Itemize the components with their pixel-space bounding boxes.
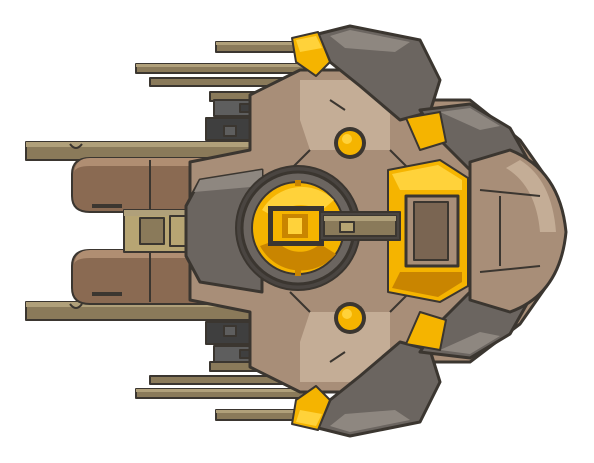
upper-yellow-fins [291, 31, 447, 151]
sprite-part-yel-hi [342, 309, 352, 319]
central-turret [235, 165, 401, 291]
sprite-part-yel-hi [288, 218, 302, 234]
sprite-part-barrel-hi [136, 64, 306, 67]
sprite-part-line [329, 351, 346, 363]
sprite-part-armor-hi [330, 410, 410, 432]
sprite-part-armor-hi [194, 170, 262, 192]
sprite-part-barrel-hi [216, 42, 326, 45]
sprite-part-yel-dark [295, 180, 301, 186]
sprite-part-nozzle [339, 221, 355, 233]
sprite-part-hull-hi [506, 160, 556, 232]
sprite-part-barrel-hi [26, 142, 270, 147]
sprite-part-line [479, 189, 541, 197]
sprite-part-yel-dark [295, 270, 301, 276]
sprite-part-yel-hi [296, 36, 322, 52]
sprite-part-line [69, 303, 83, 309]
sprite-part-line [479, 265, 541, 273]
sprite-part-yel-dark [392, 272, 462, 297]
sprite-part-nozzle-dark [139, 217, 165, 245]
sprite-part-yel-hi [392, 165, 462, 190]
lower-mechanical-blocks [205, 321, 259, 363]
sprite-part-nozzle-hi [124, 210, 200, 216]
sprite-part-line [289, 291, 311, 313]
sprite-part-hull-hi [300, 80, 390, 150]
hull-lights [334, 127, 366, 334]
sprite-part-armor-hi [440, 332, 500, 354]
lower-yellow-fins [291, 311, 447, 431]
sprite-part-barrel-hi [216, 410, 326, 413]
upper-mechanical-blocks [205, 99, 259, 141]
sprite-part-line-fill [92, 204, 122, 208]
sprite-part-yel-hi [342, 134, 352, 144]
sprite-part-armor-hi [440, 108, 500, 130]
sprite-part-barrel-hi [136, 389, 306, 392]
sprite-part-line-fill [92, 292, 122, 296]
sprite-part-yel [405, 311, 447, 351]
sprite-part-line [69, 143, 83, 149]
sprite-part-armor-hi [330, 30, 410, 52]
front-yellow-armor-block [387, 159, 469, 303]
sprite-part-yel [405, 111, 447, 151]
sprite-part-yel-dark [260, 240, 336, 271]
sprite-part-hull-hi [300, 312, 390, 382]
sprite-part-barrel-hi [324, 216, 396, 221]
nose-cap [468, 148, 568, 314]
sprite-part-yel-hi [296, 410, 322, 426]
sprite-part-line [329, 99, 346, 111]
sprite-part-hull-dark [413, 201, 449, 261]
sprite-part-mech-mid [223, 325, 237, 337]
sprite-part-mech-mid [223, 125, 237, 137]
